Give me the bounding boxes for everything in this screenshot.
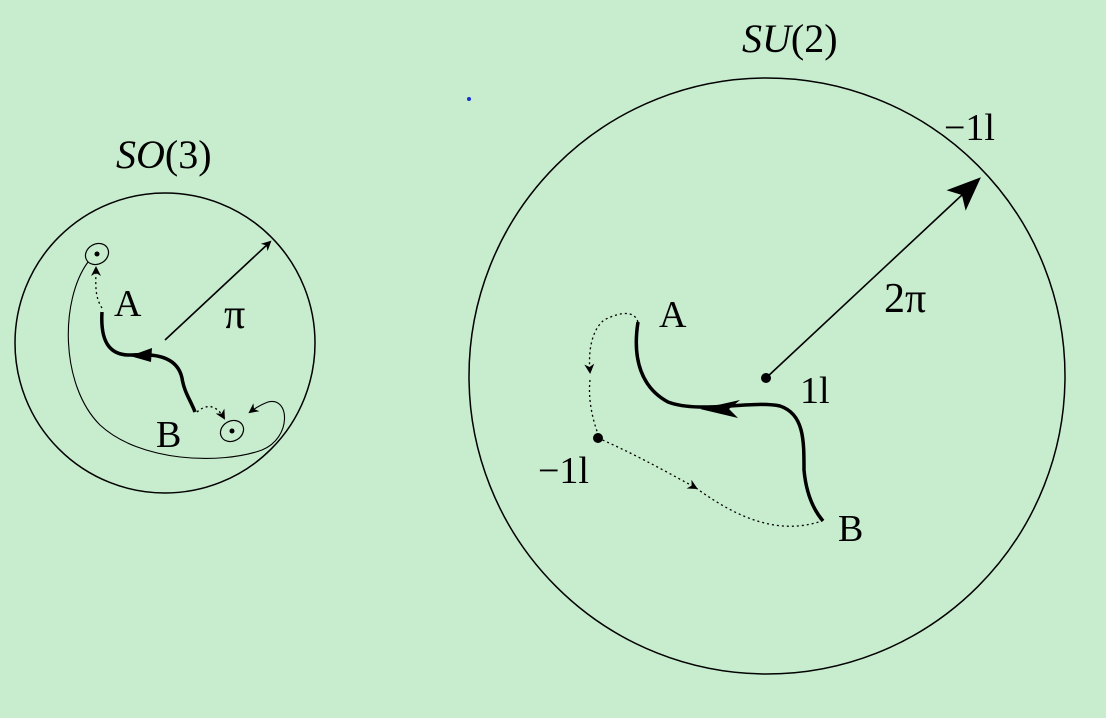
su2-dotted-link-a-tail bbox=[588, 379, 599, 435]
so3-title: SO(3) bbox=[116, 132, 212, 177]
su2-point-a-label: A bbox=[659, 294, 687, 336]
su2-radius-label: 2π bbox=[884, 276, 926, 322]
so3-radius-label: π bbox=[224, 292, 245, 338]
su2-diagram: SU(2) −1l 2π 1l A B −1l bbox=[468, 16, 1066, 675]
so3-diagram: SO(3) π A B bbox=[14, 132, 316, 494]
so3-antipodal-dot-bottom bbox=[229, 428, 235, 434]
su2-path-arrowhead bbox=[700, 400, 740, 418]
su2-title: SU(2) bbox=[742, 16, 838, 61]
so3-antipodal-dot-top bbox=[94, 251, 100, 257]
so3-radius-arrow bbox=[164, 240, 272, 341]
so3-point-a-label: A bbox=[114, 283, 142, 325]
so3-antipodal-marker-top bbox=[84, 242, 110, 266]
su2-path-a-b bbox=[634, 321, 825, 523]
su2-minus-identity-label: −1l bbox=[538, 450, 589, 492]
so3-ball-boundary bbox=[14, 192, 316, 494]
su2-identity-label: 1l bbox=[800, 370, 830, 412]
stray-dot bbox=[467, 97, 471, 101]
so3-dotted-link-a bbox=[90, 266, 103, 309]
so3-antipodal-marker-bottom bbox=[219, 419, 245, 443]
su2-radius-arrow bbox=[765, 177, 981, 379]
so3-path-arrowhead bbox=[130, 348, 152, 362]
su2-boundary-label: −1l bbox=[944, 107, 995, 149]
so3-dotted-link-b bbox=[196, 406, 225, 420]
su2-dotted-link-a bbox=[584, 312, 639, 374]
so3-point-b-label: B bbox=[156, 414, 181, 456]
so3-path-a-b bbox=[100, 311, 197, 413]
su2-point-b-label: B bbox=[838, 508, 863, 550]
su2-dotted-link-b-tail bbox=[695, 487, 823, 527]
su2-dotted-link-b bbox=[597, 437, 698, 489]
su2-ball-boundary bbox=[468, 77, 1066, 675]
so3-wraparound-curve bbox=[67, 261, 286, 460]
